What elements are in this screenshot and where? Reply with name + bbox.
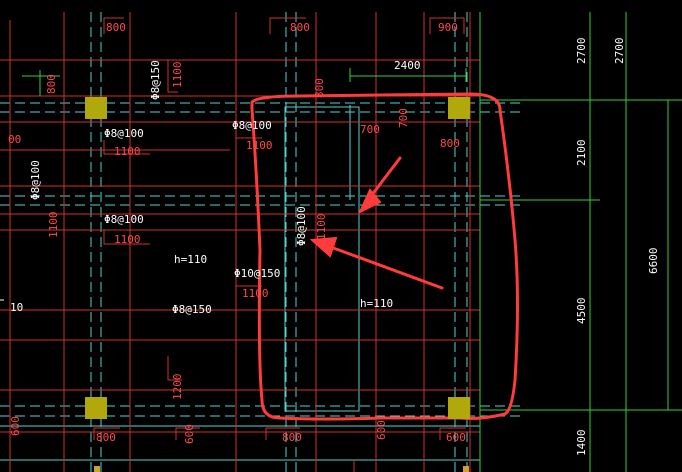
dim-label: 800	[106, 21, 126, 34]
dim-label: 800	[96, 431, 116, 444]
dim-label: 700	[360, 123, 380, 136]
rebar-label: Φ10@150	[234, 267, 281, 280]
dim-label: 1200	[171, 373, 184, 401]
dim-label: 1100	[246, 139, 273, 152]
axis-dimension-label: 2700	[575, 37, 588, 65]
annotation-outline	[250, 92, 519, 421]
column-block	[448, 397, 470, 419]
edge-label: 00	[8, 133, 22, 146]
dim-label: 2400	[394, 59, 421, 72]
edge-label: 10	[10, 301, 24, 314]
dim-label: 800	[282, 431, 302, 444]
dim-label: 800	[440, 137, 460, 150]
dim-label: 1100	[47, 211, 60, 239]
axis-dimension-label: 4500	[575, 297, 588, 325]
dim-label: 600	[9, 416, 22, 436]
dim-label: 1100	[114, 145, 141, 158]
rebar-label: Φ8@100	[104, 213, 144, 226]
dim-label: 900	[438, 21, 458, 34]
column-block	[85, 397, 107, 419]
dim-label: 1100	[315, 213, 328, 241]
dim-label: 800	[45, 74, 58, 94]
axis-dimension-label: 6600	[647, 247, 660, 275]
axis-dimension-label: 1400	[575, 429, 588, 457]
axis-dimension-label: 2700	[613, 37, 626, 65]
rebar-label: Φ8@100	[295, 206, 308, 246]
rebar-label: Φ8@100	[232, 119, 272, 132]
column-block	[448, 97, 470, 119]
slab-thickness-label: h=110	[360, 297, 394, 310]
dim-label: 1100	[242, 287, 269, 300]
dim-label: 1100	[114, 233, 141, 246]
dim-label: 800	[313, 78, 326, 98]
axis-dimension-label: 2100	[575, 139, 588, 167]
column-block	[85, 97, 107, 119]
dim-label: 700	[397, 108, 410, 128]
dim-label: 600	[446, 431, 466, 444]
rebar-label: Φ8@150	[172, 303, 212, 316]
rebar-label: Φ8@100	[29, 160, 42, 200]
rebar-label: Φ8@150	[149, 60, 162, 100]
annotation-arrows	[309, 156, 444, 290]
dim-label: 1100	[171, 61, 184, 89]
rebar-label: Φ8@100	[104, 127, 144, 140]
dim-label: 800	[290, 21, 310, 34]
slab-thickness-label: h=110	[174, 253, 208, 266]
dim-label: 600	[183, 424, 196, 444]
dim-label: 600	[375, 420, 388, 440]
